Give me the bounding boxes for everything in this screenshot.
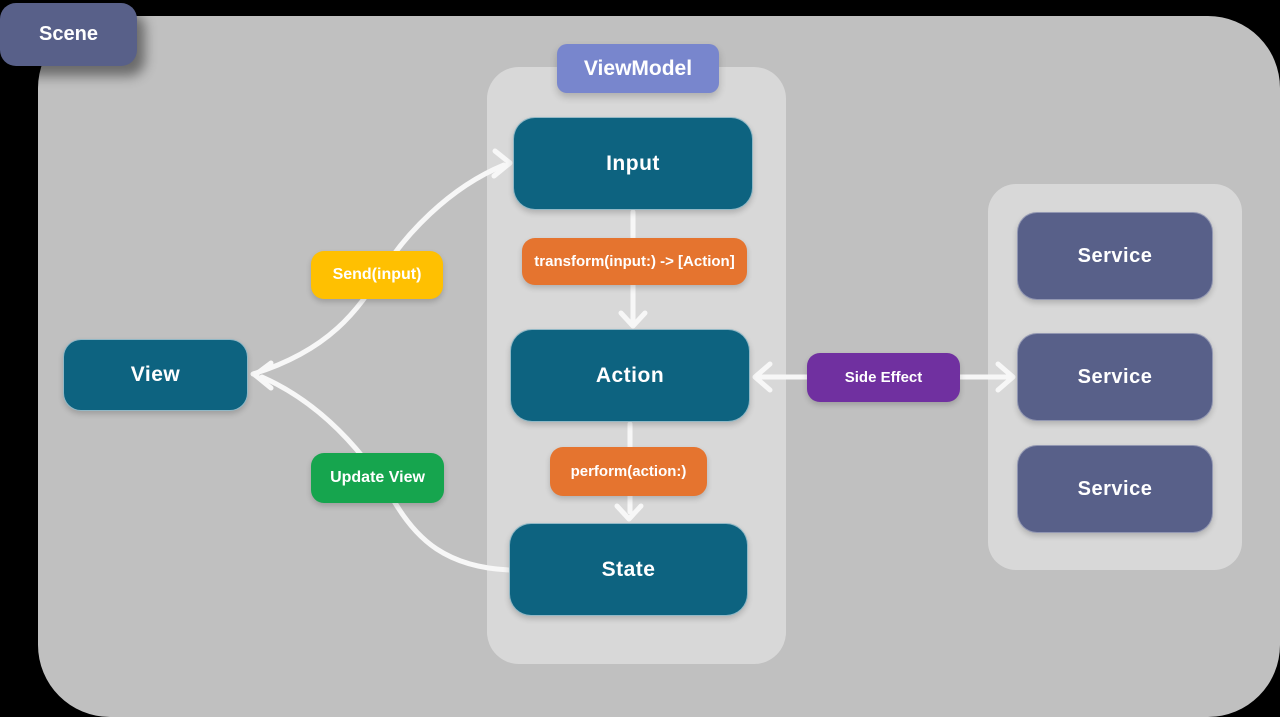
service-box-3: Service (1017, 445, 1213, 533)
node-action: Action (510, 329, 750, 422)
scene-badge: Scene (0, 3, 137, 66)
service-box-1: Service (1017, 212, 1213, 300)
edge-label-side-effect: Side Effect (807, 353, 960, 402)
viewmodel-badge: ViewModel (557, 44, 719, 93)
edge-label-transform: transform(input:) -> [Action] (522, 238, 747, 285)
node-view: View (63, 339, 248, 411)
edge-label-perform: perform(action:) (550, 447, 707, 496)
node-input: Input (513, 117, 753, 210)
service-box-2: Service (1017, 333, 1213, 421)
node-state: State (509, 523, 748, 616)
edge-label-update-view: Update View (311, 453, 444, 503)
edge-label-send-input: Send(input) (311, 251, 443, 299)
